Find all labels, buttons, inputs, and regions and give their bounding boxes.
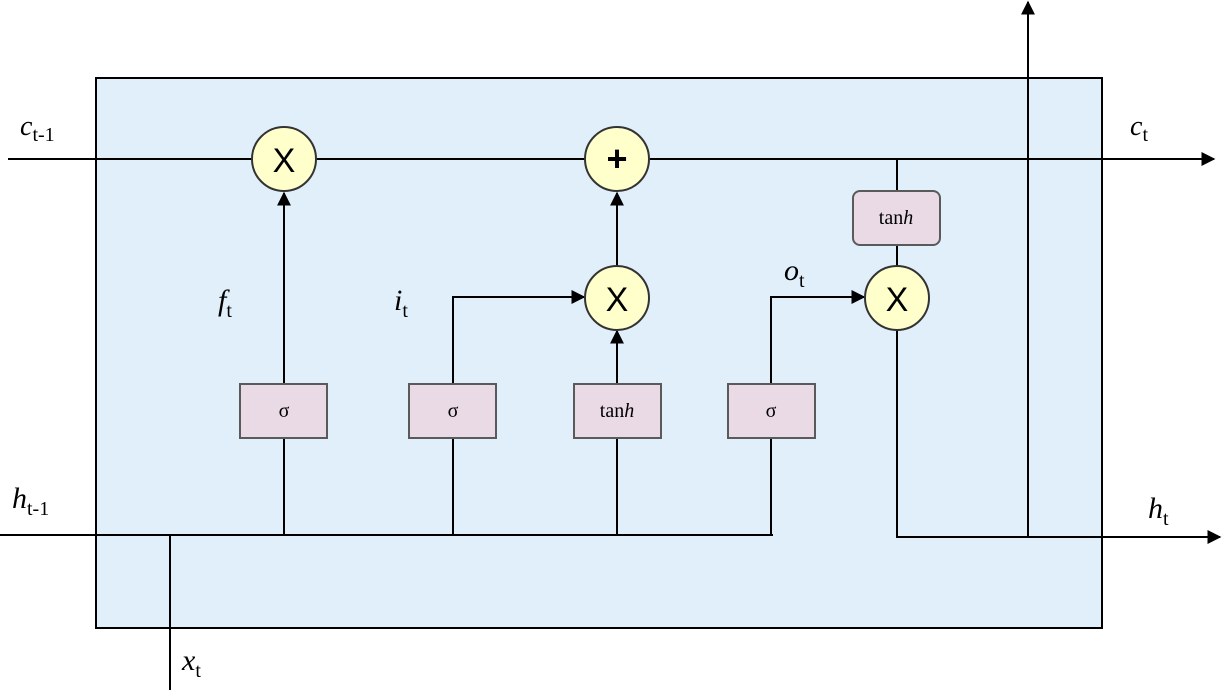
svg-text:σ: σ (448, 400, 459, 422)
label-x-t: xt (181, 644, 201, 682)
label-c-prev: ct-1 (20, 111, 55, 146)
add-operator: + (584, 126, 650, 192)
candidate-tanh-gate: tanh (573, 383, 662, 439)
label-input-gate: it (394, 284, 408, 322)
cell-tanh-gate: tanh (852, 190, 941, 246)
forget-multiply-operator: X (251, 126, 317, 192)
svg-text:σ: σ (279, 400, 290, 422)
label-output-gate: ot (784, 254, 805, 292)
label-h-t: ht (1148, 492, 1169, 530)
svg-text:σ: σ (766, 400, 777, 422)
multiply-symbol: X (886, 281, 909, 319)
multiply-symbol: X (606, 281, 629, 319)
svg-text:tanh: tanh (879, 207, 913, 229)
multiply-symbol: X (273, 142, 296, 180)
input-gate-sigmoid: σ (408, 383, 497, 439)
input-gate-output-line (452, 290, 586, 383)
output-multiply-operator: X (864, 265, 930, 331)
label-c-t: ct (1130, 111, 1148, 146)
output-gate-output-line (770, 290, 866, 383)
forget-gate-sigmoid: σ (239, 383, 328, 439)
svg-text:tanh: tanh (600, 400, 634, 422)
input-multiply-operator: X (584, 265, 650, 331)
output-gate-sigmoid: σ (727, 383, 816, 439)
hidden-output-line (896, 330, 1222, 544)
plus-symbol: + (606, 138, 627, 179)
label-h-prev: ht-1 (12, 482, 49, 520)
